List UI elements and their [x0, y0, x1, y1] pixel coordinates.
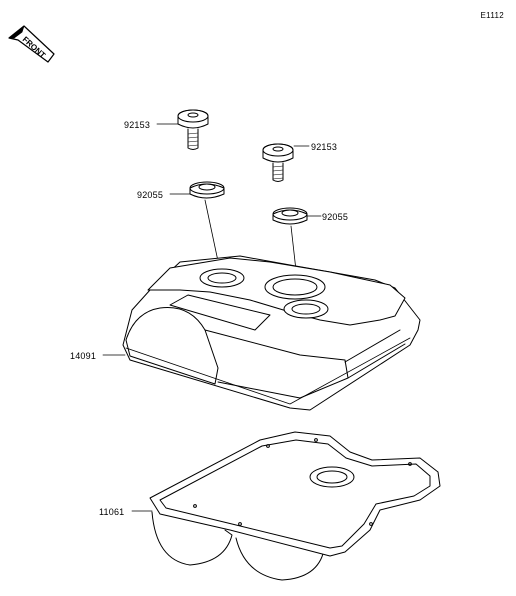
front-arrow-icon: FRONT [8, 25, 55, 63]
washer-right[interactable] [272, 207, 308, 225]
bolt-right[interactable] [262, 143, 294, 182]
diagram-code: E1112 [480, 11, 504, 20]
part-label-11061[interactable]: 11061 [99, 507, 125, 517]
part-label-92055-right[interactable]: 92055 [322, 212, 349, 222]
washer-left[interactable] [189, 181, 225, 199]
part-label-92153-right[interactable]: 92153 [311, 142, 338, 152]
part-label-14091[interactable]: 14091 [70, 351, 97, 361]
bolt-left[interactable] [177, 109, 209, 150]
cylinder-head-cover[interactable] [122, 255, 421, 411]
part-label-92153-left[interactable]: 92153 [124, 120, 151, 130]
cylinder-head-gasket[interactable] [149, 431, 441, 581]
part-label-92055-left[interactable]: 92055 [137, 190, 164, 200]
